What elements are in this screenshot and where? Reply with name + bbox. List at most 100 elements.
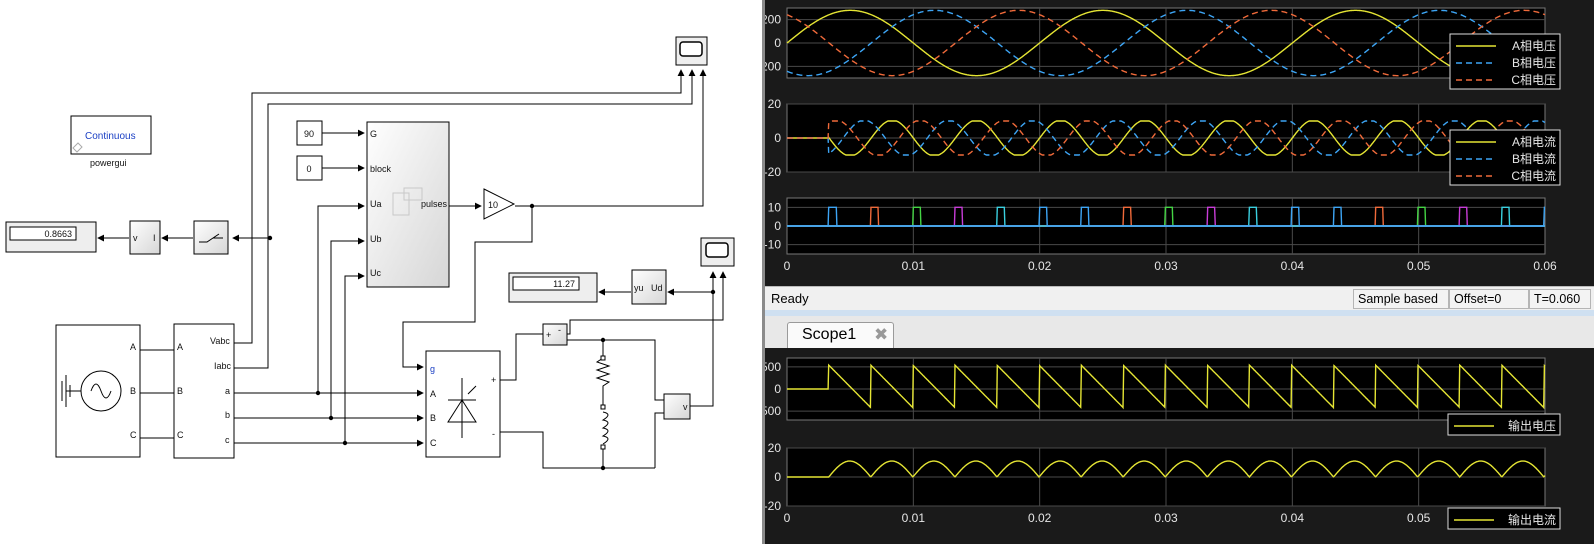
legend-entry: A相电压 (1512, 39, 1556, 53)
series-c-current (787, 120, 1546, 156)
rms-display[interactable]: 0.8663 (5, 221, 97, 253)
x-tick-label: 0.03 (1154, 511, 1178, 525)
meas-out-b: b (225, 410, 230, 420)
series-a-voltage (786, 9, 1546, 77)
meas-out-a: a (225, 386, 230, 396)
x-tick-label: 0.02 (1028, 511, 1052, 525)
constant-angle-value: 90 (304, 129, 314, 139)
legend-entry: B相电压 (1512, 56, 1556, 70)
y-tick-label: 0 (774, 36, 781, 50)
status-ready: Ready (771, 291, 809, 306)
y-tick-label: 0 (774, 219, 781, 233)
x-tick-label: 0 (784, 511, 791, 525)
wire-junctions (267, 203, 716, 471)
ameter-plus: + (546, 330, 551, 340)
meas-in-a: A (177, 342, 183, 352)
scope-statusbar: Ready Sample based Offset=0 T=0.060 (765, 286, 1594, 312)
series-a-current (787, 120, 1546, 156)
meas-in-b: B (177, 386, 183, 396)
x-tick-label: 0.05 (1407, 511, 1431, 525)
source-port-a: A (130, 342, 136, 352)
x-tick-label: 0.05 (1407, 259, 1431, 273)
powergui-mode: Continuous (85, 131, 136, 142)
meas-out-vabc: Vabc (210, 336, 230, 346)
x-tick-label: 0.01 (902, 511, 926, 525)
pg-port-ub: Ub (370, 234, 382, 244)
ameter-minus: - (558, 325, 561, 335)
model-canvas[interactable]: Continuous powergui 0.8663 v I 90 0 (0, 0, 762, 544)
x-tick-label: 0.03 (1154, 259, 1178, 273)
ud-measure-block[interactable]: yu Ud (631, 269, 667, 305)
source-port-c: C (130, 430, 137, 440)
scope-block-1[interactable] (675, 36, 708, 66)
pg-port-pulses: pulses (421, 199, 448, 209)
model-diagram: Continuous powergui 0.8663 v I 90 0 (5, 36, 735, 471)
vmeas-label: v (683, 402, 688, 412)
scope-block-2[interactable] (700, 237, 735, 267)
y-tick-label: 0 (774, 470, 781, 484)
panel-separator[interactable] (765, 310, 1594, 316)
ud-display-value: 11.27 (553, 279, 575, 289)
ud-display[interactable]: 11.27 (508, 272, 598, 303)
signal-wires (97, 69, 727, 469)
gain-value: 10 (488, 200, 498, 210)
x-tick-label: 0.04 (1281, 259, 1305, 273)
y-tick-label: 20 (768, 97, 782, 111)
pulse-generator-block[interactable]: G block Ua Ub Uc pulses (366, 121, 450, 288)
current-meter[interactable]: + - (542, 323, 568, 346)
selector-block[interactable] (193, 220, 229, 255)
status-offset: Offset=0 (1449, 289, 1529, 309)
pg-port-uc: Uc (370, 268, 381, 278)
y-tick-label: -20 (765, 499, 781, 513)
vi-measurement-block[interactable]: A B C Vabc Iabc a b c (173, 323, 235, 459)
ud-out-label: Ud (651, 283, 663, 293)
series-output-current (787, 460, 1546, 479)
legend-entry: C相电流 (1511, 169, 1556, 183)
rms-display-value: 0.8663 (44, 229, 72, 239)
thyristor-bridge[interactable]: g A B C + - (425, 350, 501, 458)
rms-out-label: I (153, 233, 156, 243)
tab-scope1[interactable]: Scope1 ✖ (787, 322, 894, 349)
y-tick-label: 200 (765, 13, 781, 27)
x-tick-label: 0.01 (902, 259, 926, 273)
series-pulse-5 (787, 206, 1546, 227)
tab-scope1-label: Scope1 (802, 326, 857, 343)
series-pulse-2 (787, 206, 1545, 227)
gain-block[interactable]: 10 (483, 188, 516, 220)
x-tick-label: 0.02 (1028, 259, 1052, 273)
y-tick-label: -200 (765, 59, 781, 73)
scope-bottom-svg: -5000500输出电压-2002000.010.020.030.040.05输… (765, 357, 1561, 530)
bridge-port-minus: - (492, 429, 495, 439)
pg-port-g: G (370, 129, 377, 139)
powergui-block[interactable]: Continuous powergui (70, 115, 152, 168)
voltage-measurement[interactable]: v (663, 393, 691, 420)
x-tick-label: 0 (784, 259, 791, 273)
y-tick-label: 10 (768, 200, 782, 214)
three-phase-source[interactable]: A B C (55, 324, 141, 458)
pg-port-block: block (370, 164, 392, 174)
series-b-current (787, 120, 1546, 156)
scope-tabbar: Scope1 ✖ (765, 316, 1594, 349)
constant-angle[interactable]: 90 (296, 120, 323, 146)
legend-box (1447, 413, 1561, 436)
meas-in-c: C (177, 430, 184, 440)
series-c-voltage (786, 9, 1546, 77)
legend-entry: B相电流 (1512, 152, 1556, 166)
window-divider[interactable] (762, 0, 765, 544)
constant-block[interactable]: 0 (296, 155, 323, 181)
legend-box (1447, 507, 1561, 530)
bridge-port-a: A (430, 389, 436, 399)
rms-block[interactable]: v I (129, 220, 161, 255)
meas-out-c: c (225, 435, 230, 445)
scope-top-plot-area: -2000200A相电压B相电压C相电压-20020A相电流B相电流C相电流-1… (765, 0, 1594, 286)
legend-entry: A相电流 (1512, 135, 1556, 149)
x-tick-label: 0.06 (1533, 259, 1557, 273)
link-icon (72, 142, 83, 153)
y-tick-label: 0 (774, 382, 781, 396)
y-tick-label: -20 (765, 165, 781, 179)
legend-entry: C相电压 (1511, 73, 1556, 87)
bridge-port-plus: + (491, 375, 496, 385)
status-time: T=0.060 (1529, 289, 1591, 309)
y-tick-label: 0 (774, 131, 781, 145)
close-icon[interactable]: ✖ (874, 325, 889, 344)
